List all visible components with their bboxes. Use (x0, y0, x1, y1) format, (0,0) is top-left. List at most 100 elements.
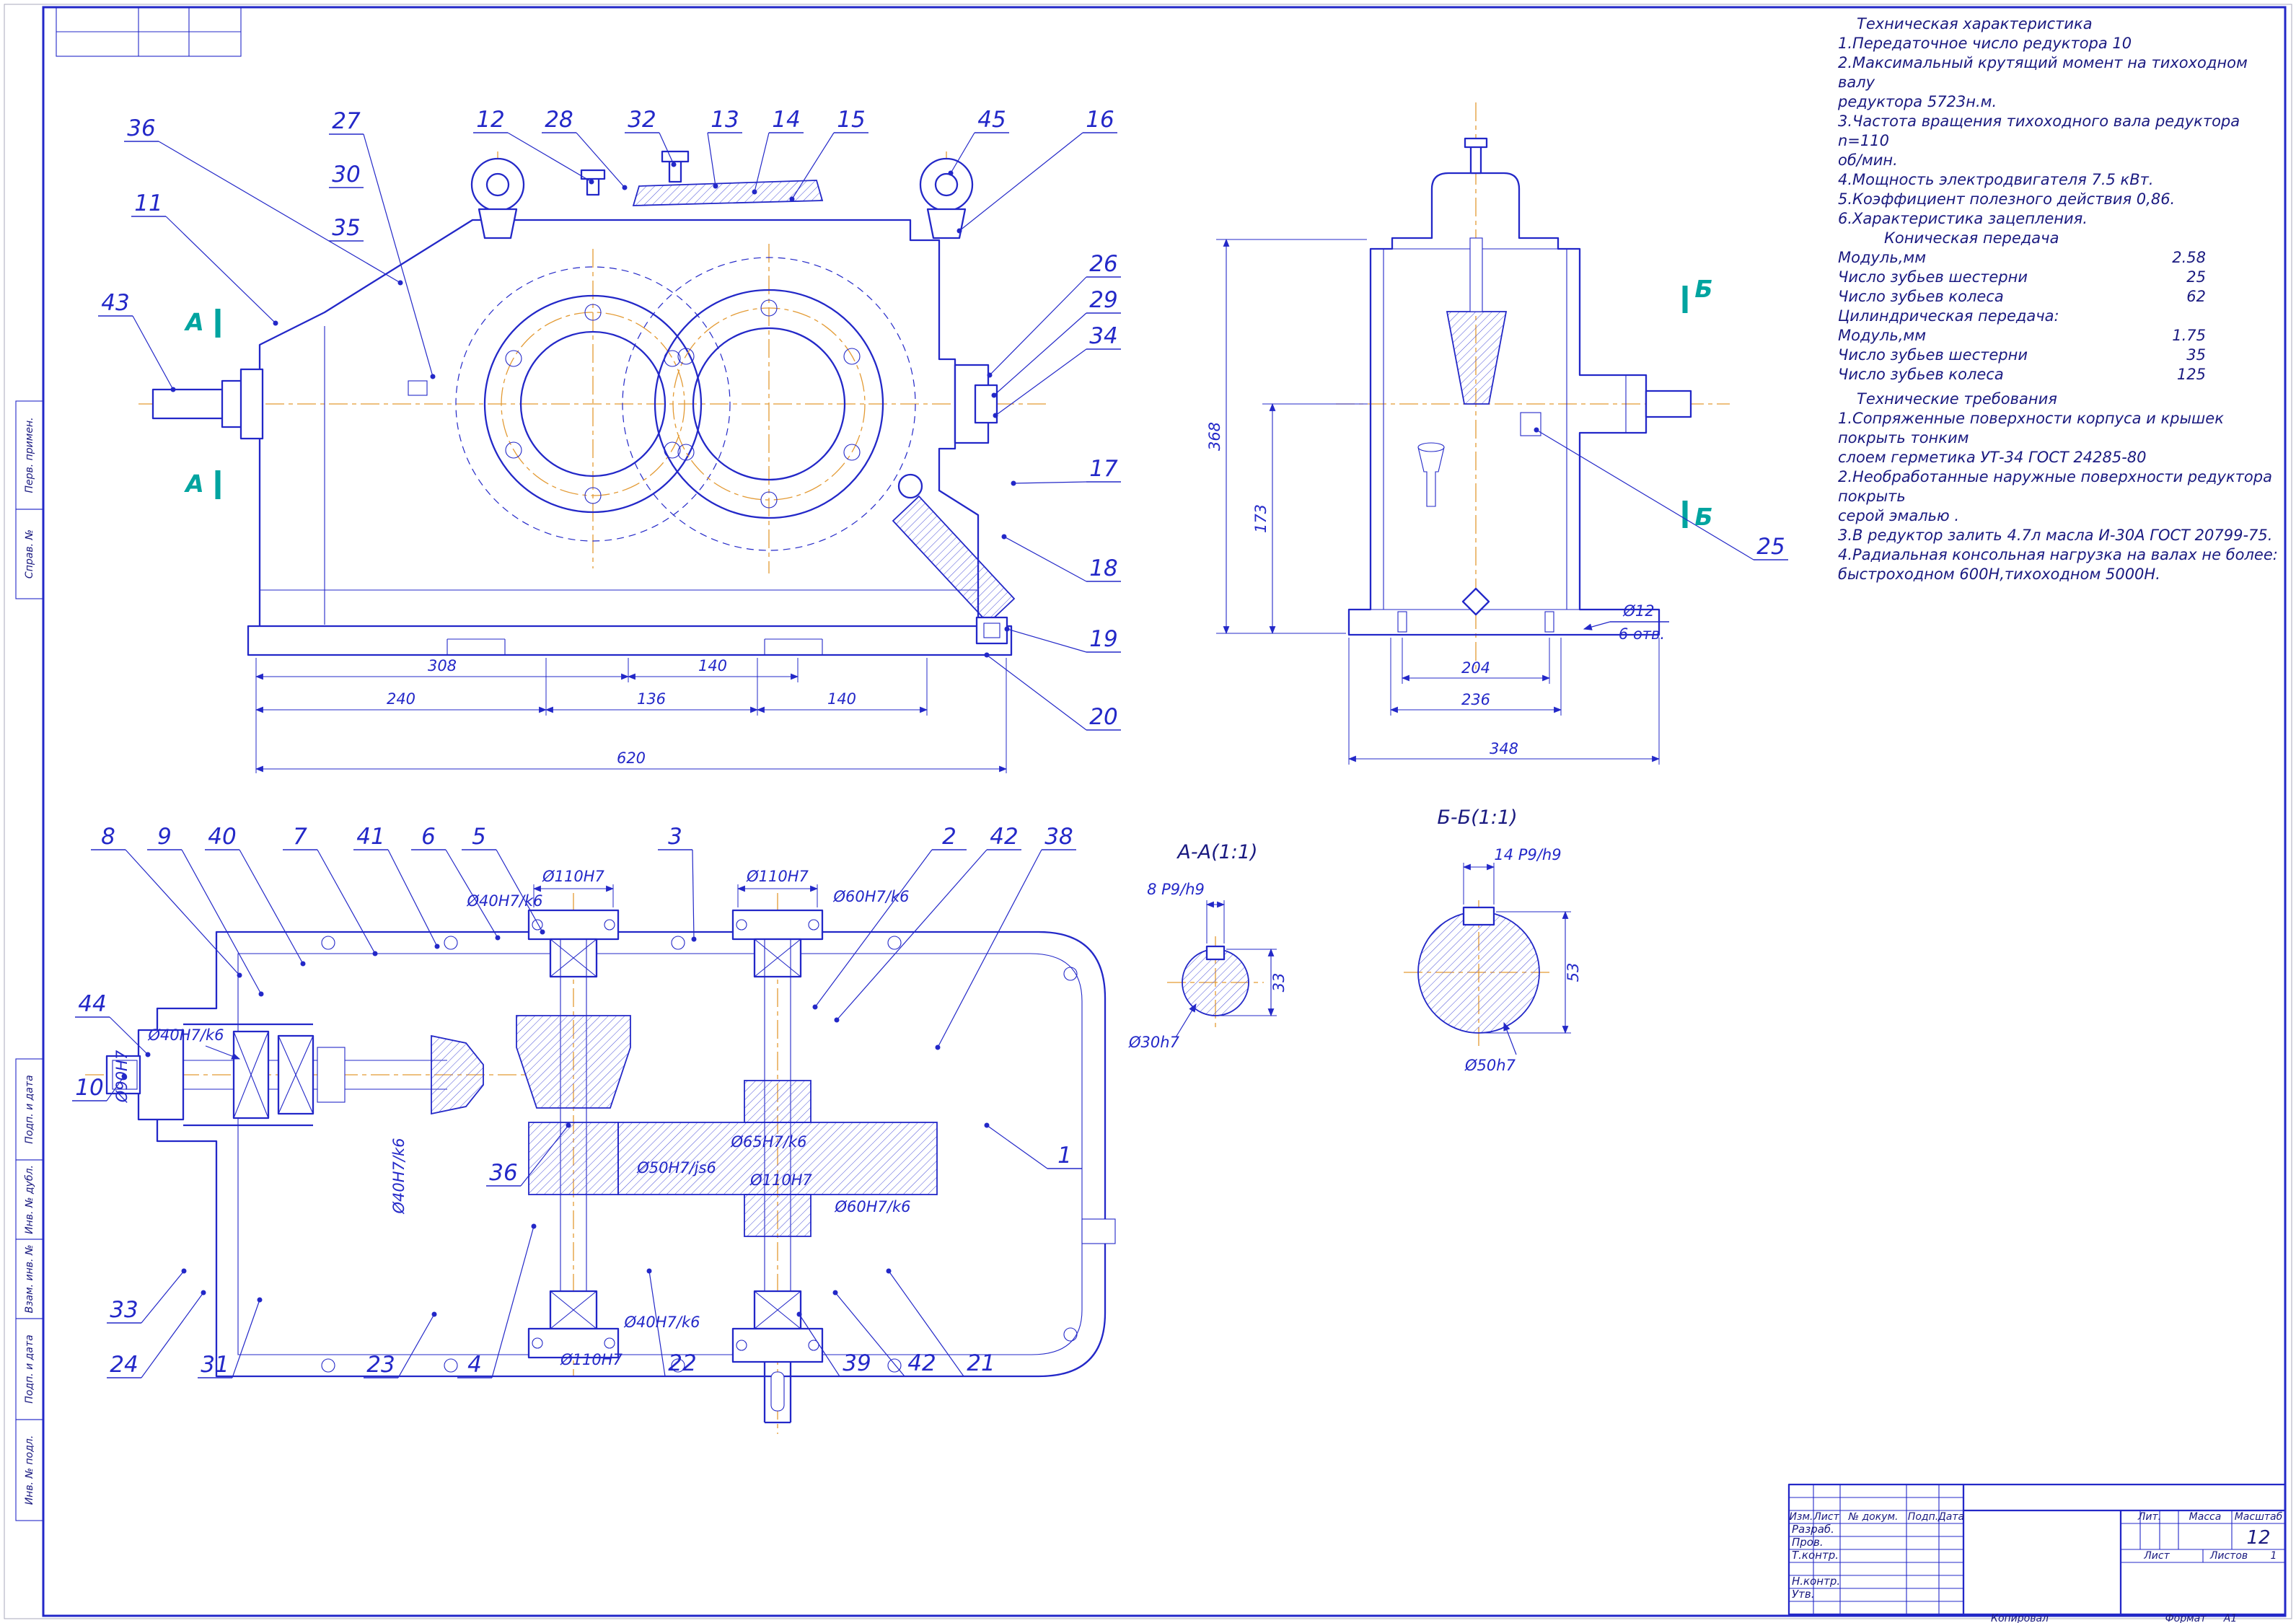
dim-label: Ø40H7/k6 (467, 892, 543, 910)
callout-leader (993, 312, 1087, 396)
output-keyway (770, 1371, 785, 1412)
titleblock-text: Копировал (1991, 1613, 2049, 1623)
titleblock-text: Изм. (1790, 1511, 1813, 1523)
tech-char-line: 1.Передаточное число редуктора 10 (1838, 35, 2132, 52)
tech-req-lines: 1.Сопряженные поверхности корпуса и крыш… (1838, 409, 2296, 584)
margin-label: Инв. № дубл. (24, 1165, 35, 1234)
tech-char-line: 3.Частота вращения тихоходного вала реду… (1838, 113, 2240, 149)
input-end-cap (137, 1029, 185, 1121)
callout-leader (692, 849, 695, 940)
dim-label: 348 (1490, 740, 1518, 757)
dim-label: Ø40H7/k6 (148, 1026, 224, 1044)
leader-dot (434, 944, 440, 949)
callout-leader (491, 1226, 535, 1378)
dim-label: 33 (1270, 973, 1288, 993)
callout-leader (707, 132, 716, 187)
tech-char-line: 2.Максимальный крутящий момент на тихохо… (1838, 54, 2248, 91)
tech-req-line: 2.Необработанные наружные поверхности ре… (1838, 468, 2272, 505)
bearing-cover (527, 909, 620, 941)
callout-leader (986, 1125, 1048, 1169)
dim-label: Ø65H7/k6 (731, 1133, 807, 1151)
callout-42: 42 (990, 824, 1018, 850)
leader-dot (181, 1268, 187, 1274)
base-plate (247, 625, 1013, 656)
callout-5: 5 (472, 824, 486, 850)
callout-26: 26 (1089, 251, 1117, 277)
leader-dot (948, 170, 954, 176)
callout-leader (995, 348, 1087, 416)
cylindrical-wheel (617, 1122, 938, 1195)
titleblock-text: Пров. (1792, 1536, 1824, 1549)
leader-dot (832, 1290, 838, 1296)
view-title: Б-Б(1:1) (1437, 806, 1517, 829)
plan-section-view (85, 884, 1116, 1434)
side-housing-outline (1347, 172, 1661, 636)
dim-label: Ø12 (1622, 602, 1654, 620)
callout-leader (754, 132, 770, 193)
dim-label: Ø110H7 (749, 1171, 812, 1189)
callout-42: 42 (907, 1350, 936, 1376)
bevel-gear-section (1446, 311, 1508, 405)
gear1-cover (483, 294, 703, 514)
leader-dot (796, 1311, 802, 1317)
dim-label: Ø60H7/k6 (835, 1198, 911, 1215)
callout-leader (496, 849, 543, 933)
dim-label: 308 (428, 657, 457, 674)
callout-leader (165, 216, 276, 324)
drain-opening (1461, 587, 1490, 616)
dim-label: 6 отв. (1619, 625, 1665, 643)
dim-label: Ø40H7/k6 (624, 1314, 700, 1331)
bevel-pinion (431, 1034, 484, 1115)
callout-33: 33 (110, 1297, 138, 1323)
margin-label: Справ. № (24, 529, 35, 579)
tech-req-line: 3.В редуктор залить 4.7л масла И-30А ГОС… (1838, 527, 2273, 544)
leader-dot (991, 392, 997, 398)
dim-label: 8 P9/h9 (1147, 881, 1205, 898)
callout-leader (791, 132, 835, 200)
section-b-b (1404, 863, 1571, 1055)
housing-outline (258, 219, 980, 626)
leader-dot (589, 179, 594, 185)
callout-13: 13 (711, 107, 739, 133)
callout-2: 2 (942, 824, 956, 850)
bevel-wheel (516, 1015, 631, 1109)
titleblock-text: Утв. (1792, 1588, 1815, 1601)
callout-43: 43 (101, 290, 129, 316)
leader-dot (1534, 427, 1539, 433)
tech-char-lines: 1.Передаточное число редуктора 10 2.Макси… (1838, 34, 2289, 229)
leader-dot (430, 374, 436, 379)
callout-leader (1006, 628, 1087, 653)
title-block (1787, 1483, 2287, 1616)
callout-leader (1536, 429, 1754, 560)
section-letter: Б (1694, 275, 1712, 303)
front-view (138, 150, 1050, 773)
tech-char-line: 4.Мощность электродвигателя 7.5 кВт. (1838, 171, 2154, 188)
leader-dot (1004, 626, 1010, 632)
spec-value: 2.58 (2172, 249, 2206, 266)
callout-32: 32 (628, 107, 656, 133)
dim-label: Ø110H7 (542, 868, 604, 885)
margin-label: Перв. примен. (24, 417, 35, 493)
callout-leader (1003, 536, 1087, 582)
leader-dot (495, 935, 501, 941)
spec-value: 1.75 (2172, 327, 2206, 344)
callout-leader (950, 132, 975, 174)
tech-req-line: 1.Сопряженные поверхности корпуса и крыш… (1838, 410, 2224, 447)
titleblock-text: Лист (2143, 1550, 2170, 1562)
callout-leader (799, 1314, 840, 1377)
callout-leader (125, 849, 240, 976)
callout-34: 34 (1089, 323, 1117, 349)
callout-leader (576, 132, 625, 188)
gear1-tip-circle (455, 266, 731, 542)
callout-14: 14 (772, 107, 800, 133)
margin-label: Подп. и дата (24, 1334, 35, 1403)
leader-dot (170, 387, 176, 392)
titleblock-text: Дата (1937, 1511, 1964, 1523)
callout-31: 31 (201, 1352, 229, 1378)
callout-6: 6 (421, 824, 436, 850)
